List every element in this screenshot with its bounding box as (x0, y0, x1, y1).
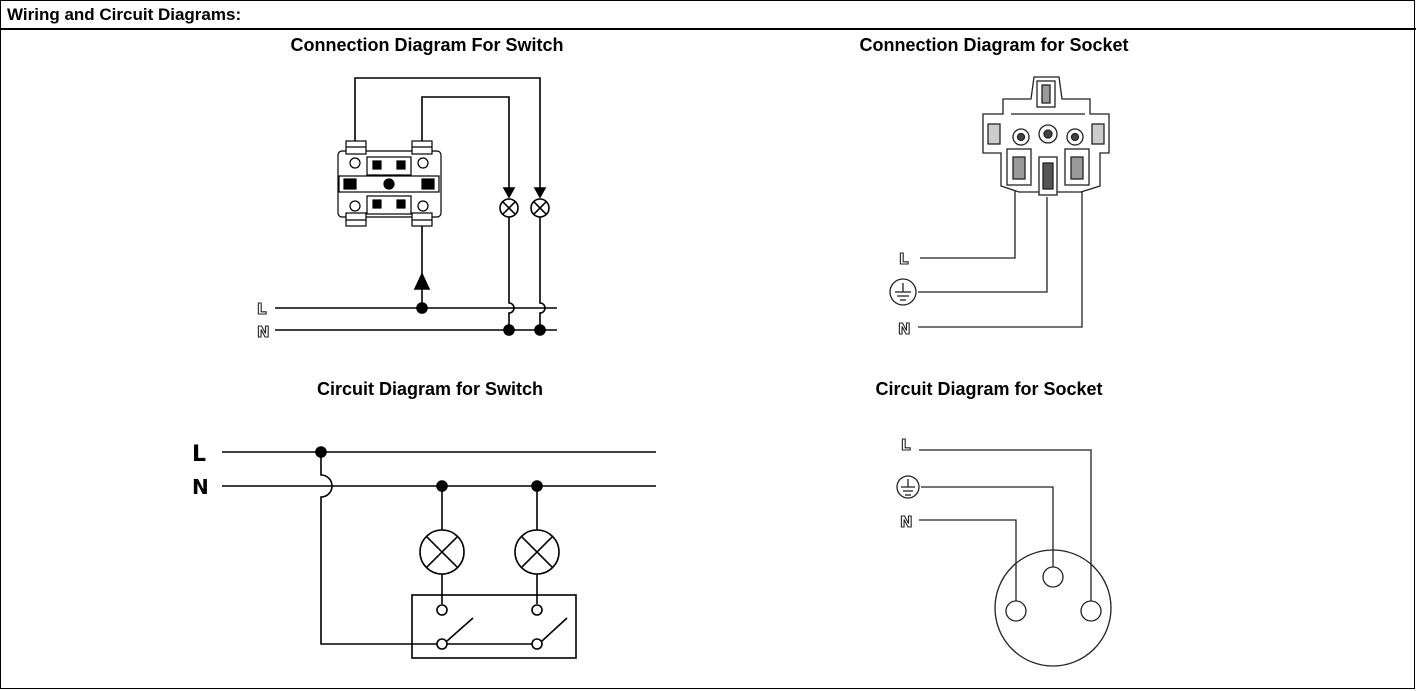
lamp-icon (499, 198, 519, 218)
circuit-switch-title: Circuit Diagram for Switch (316, 379, 544, 399)
arrow-down-icon (533, 187, 547, 199)
line-label: L (901, 436, 911, 454)
lamp-neutral-wire (508, 217, 515, 330)
neutral-label: N (192, 475, 209, 499)
switch-contact (446, 617, 474, 642)
switch-output-wire-2 (421, 96, 510, 191)
line-wire (919, 449, 1092, 601)
connection-switch-diagram (275, 77, 557, 336)
socket-hole-earth (1042, 566, 1064, 588)
neutral-label: N (900, 513, 913, 531)
junction-dot (534, 324, 546, 336)
socket-hole-n (1080, 600, 1102, 622)
neutral-label: N (898, 320, 911, 338)
neutral-wire (918, 191, 1083, 328)
feed-arrow-icon (413, 272, 431, 290)
switch-contact (541, 617, 568, 642)
neutral-wire (919, 519, 1017, 601)
junction-dot (416, 302, 428, 314)
lamp-icon (530, 198, 550, 218)
connection-socket-title: Connection Diagram for Socket (859, 35, 1129, 55)
circuit-switch-diagram (222, 446, 656, 659)
page-title: Wiring and Circuit Diagrams: (1, 1, 1416, 30)
switch-output-wire-1 (354, 77, 541, 191)
earth-wire (921, 486, 1054, 567)
neutral-label: N (257, 323, 270, 341)
lamp-neutral-wire (539, 217, 546, 330)
socket-insert-device (982, 76, 1110, 196)
supply-wire (320, 452, 442, 645)
circuit-socket-diagram (896, 449, 1112, 667)
earth-ground-icon (896, 475, 920, 499)
line-label: L (257, 300, 267, 318)
arrow-down-icon (502, 187, 516, 199)
line-wire (920, 191, 1016, 259)
connection-switch-title: Connection Diagram For Switch (290, 35, 564, 55)
lamp-icon (514, 529, 560, 575)
line-label: L (192, 442, 206, 467)
line-label: L (899, 250, 909, 268)
earth-wire (918, 197, 1048, 293)
lamp-icon (419, 529, 465, 575)
circuit-socket-title: Circuit Diagram for Socket (875, 379, 1103, 399)
earth-ground-icon (889, 278, 917, 306)
double-switch-device (337, 140, 442, 227)
double-switch-box (411, 594, 577, 659)
socket-hole-l (1005, 600, 1027, 622)
junction-dot (503, 324, 515, 336)
connection-socket-diagram (889, 76, 1110, 328)
